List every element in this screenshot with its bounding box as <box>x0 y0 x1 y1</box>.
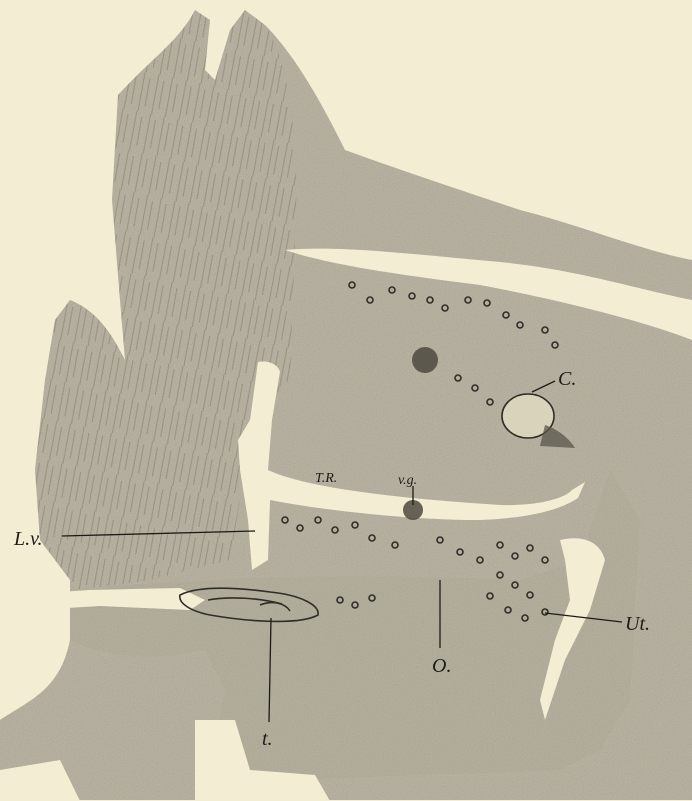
label-tr: T.R. <box>315 471 337 486</box>
label-o: O. <box>432 655 451 677</box>
label-vg: v.g. <box>398 473 417 488</box>
label-c: C. <box>558 368 576 390</box>
label-lv: L.v. <box>13 528 43 550</box>
label-ut: Ut. <box>625 613 650 635</box>
label-t: t. <box>262 728 273 750</box>
